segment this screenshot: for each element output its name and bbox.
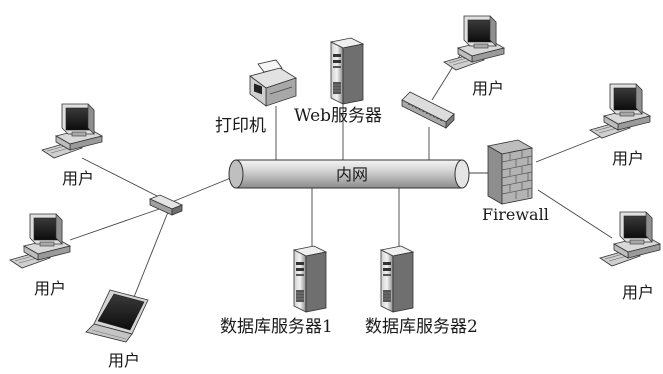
user-label-right-2: 用户 (622, 283, 654, 302)
printer-icon (249, 59, 297, 107)
db-server-1-label: 数据库服务器1 (220, 317, 333, 337)
db-server-2-icon (380, 245, 414, 313)
link-firewall-user-1 (535, 131, 613, 163)
firewall-icon (486, 139, 534, 205)
link-hub-user-1 (81, 157, 166, 201)
user-label-laptop: 用户 (108, 351, 140, 370)
link-firewall-user-2 (537, 189, 613, 239)
user-pc-left-2-icon (9, 213, 71, 269)
laptop-icon (85, 289, 149, 343)
intranet-label: 内网 (336, 165, 368, 184)
web-server-icon (330, 37, 364, 105)
user-label-left-1: 用户 (62, 169, 94, 188)
hub-icon (148, 194, 184, 216)
user-pc-right-1-icon (589, 83, 651, 139)
link-hub-laptop (131, 211, 169, 303)
user-pc-top-right-icon (443, 15, 505, 71)
link-hub-pipe (171, 174, 239, 203)
user-label-right-1: 用户 (612, 149, 644, 168)
switch-icon (401, 91, 455, 129)
intranet-bus: 内网 (228, 159, 470, 189)
web-server-label: Web服务器 (294, 106, 382, 126)
user-label-left-2: 用户 (34, 279, 66, 298)
db-server-2-label: 数据库服务器2 (365, 317, 478, 337)
db-server-1-icon (293, 245, 327, 313)
user-label-top-right: 用户 (472, 79, 504, 98)
user-pc-left-1-icon (41, 103, 103, 159)
user-pc-right-2-icon (599, 211, 661, 267)
link-hub-user-2 (69, 206, 166, 241)
connections (69, 51, 613, 303)
firewall-label: Firewall (482, 205, 549, 224)
printer-label: 打印机 (215, 116, 266, 136)
